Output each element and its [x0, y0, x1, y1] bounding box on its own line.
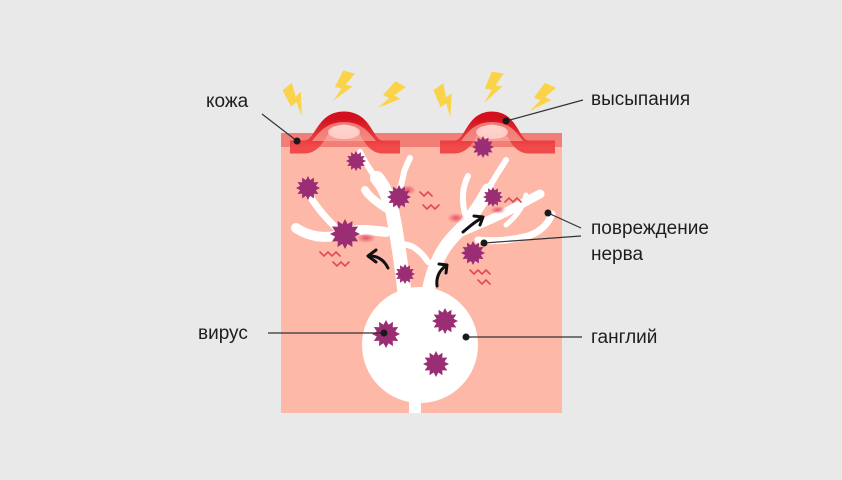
lightning-bolt-icon	[377, 81, 406, 108]
label-ganglion: ганглий	[591, 327, 658, 348]
spread-arrows	[366, 214, 485, 288]
label-nerve-damage-line2: нерва	[591, 244, 644, 265]
label-nerve-damage-line1: повреждение	[591, 218, 709, 239]
lightning-bolt-icon	[433, 83, 452, 118]
virus-particle-icon	[423, 351, 449, 377]
virus-particle-icon	[346, 151, 366, 171]
label-skin: кожа	[206, 91, 249, 112]
virus-particle-icon	[432, 308, 458, 334]
virus-particle-icon	[330, 219, 360, 249]
leader-lines	[261, 99, 584, 338]
arrow-icon	[366, 248, 390, 270]
lightning-bolt-icon	[333, 70, 355, 101]
virus-particle-icon	[296, 176, 320, 200]
inflammation-squiggles	[319, 190, 522, 286]
lightning-bolt-icon	[484, 71, 504, 103]
virus-particle-icon	[461, 241, 485, 265]
rash-bumps	[290, 111, 555, 154]
lightning-bolts	[282, 70, 557, 118]
virus-particle-icon	[483, 187, 503, 207]
label-virus: вирус	[198, 323, 248, 344]
arrow-icon	[435, 262, 449, 288]
virus-particle-icon	[472, 136, 494, 158]
leader-dots	[293, 117, 552, 341]
lightning-bolt-icon	[282, 82, 302, 117]
arrow-icon	[461, 214, 485, 234]
lightning-bolt-icon	[529, 82, 557, 111]
virus-particle-icon	[387, 185, 411, 209]
label-rash: высыпания	[591, 89, 691, 110]
virus-particle-icon	[395, 264, 415, 284]
